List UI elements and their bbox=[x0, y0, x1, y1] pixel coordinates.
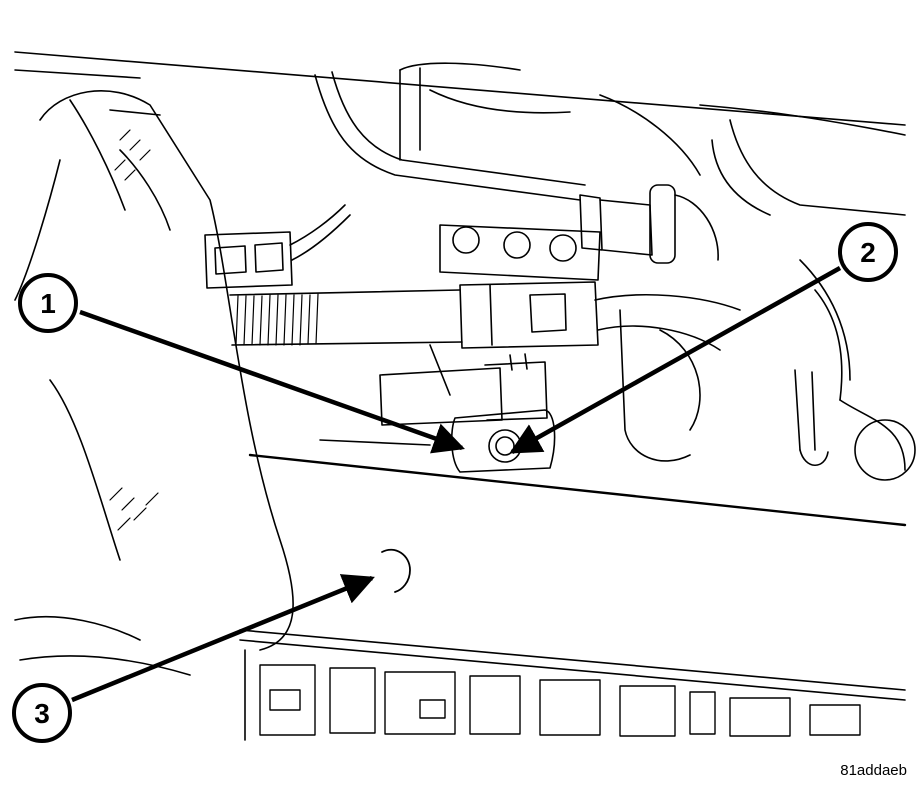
callout-2-arrow bbox=[509, 266, 842, 454]
callout-1-arrow bbox=[79, 309, 465, 454]
callout-2: 2 bbox=[838, 222, 898, 282]
callout-3-arrow bbox=[71, 574, 375, 703]
figure-id: 81addaeb bbox=[840, 762, 907, 779]
callout-1: 1 bbox=[18, 273, 78, 333]
callout-arrows bbox=[71, 266, 842, 703]
callout-3-label: 3 bbox=[34, 698, 50, 729]
engine-bay-linework bbox=[14, 51, 916, 741]
callout-3: 3 bbox=[12, 683, 72, 743]
callout-1-label: 1 bbox=[40, 288, 56, 319]
callout-2-label: 2 bbox=[860, 237, 876, 268]
